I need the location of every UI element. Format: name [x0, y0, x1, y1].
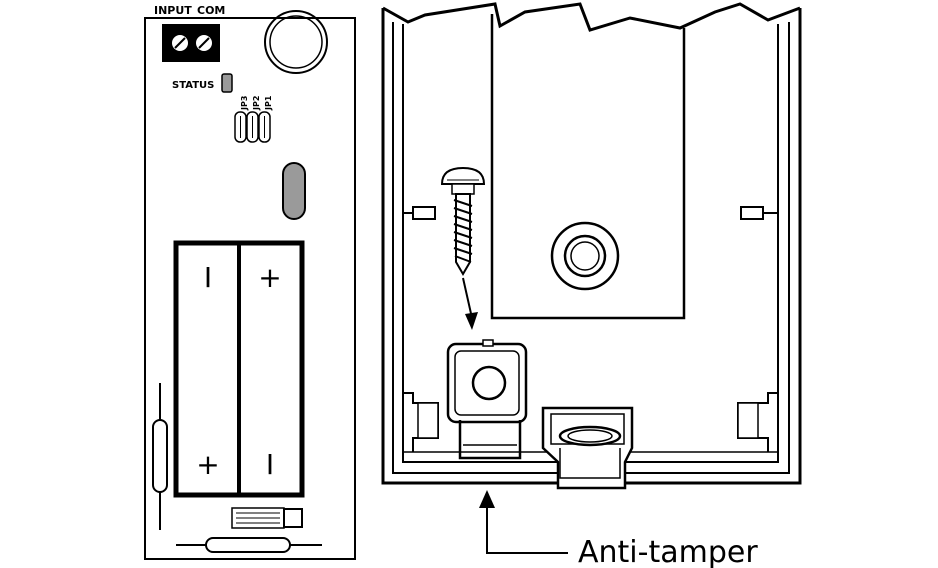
side-clips [403, 206, 778, 220]
battery-right-bottom-symbol: I [266, 448, 274, 481]
com-label: COM [197, 4, 225, 17]
anti-tamper-assembly [541, 406, 634, 490]
jumper-labels: JP3 JP2 JP1 [240, 95, 273, 111]
anti-tamper-callout: Anti-tamper [479, 490, 758, 568]
screw-arrow [462, 277, 478, 330]
battery-left-top-symbol: I [204, 261, 212, 294]
enclosure-base [381, 2, 802, 490]
jumper-label-jp3: JP3 [240, 96, 249, 111]
reed-magnet-circle [264, 10, 328, 74]
battery-holder: I + + I [173, 240, 305, 498]
corner-bosses [403, 392, 778, 452]
mounting-screw [440, 166, 486, 276]
battery-left-bottom-symbol: + [196, 448, 219, 481]
mounting-slot [282, 162, 306, 220]
input-label: INPUT [154, 4, 192, 17]
status-label: STATUS [172, 80, 214, 91]
pcb-board: INPUT COM STATUS JP3 JP2 JP1 I [144, 4, 356, 560]
callout-leader [486, 506, 568, 554]
jumper-label-jp2: JP2 [252, 96, 261, 111]
battery-right-top-symbol: + [258, 261, 281, 294]
callout-arrowhead [479, 490, 495, 508]
reed-switch-vertical [152, 383, 168, 530]
housing-break-edge [382, 2, 801, 32]
terminal-block [162, 24, 220, 62]
inner-panel [490, 14, 686, 320]
anti-tamper-label: Anti-tamper [578, 535, 758, 568]
panel-post [550, 221, 620, 291]
reed-switch-horizontal [176, 537, 322, 553]
jumpers [234, 111, 271, 143]
tamper-switch-small [231, 507, 303, 529]
status-led [221, 73, 233, 93]
jumper-label-jp1: JP1 [264, 95, 273, 111]
screw-lug [446, 339, 528, 460]
